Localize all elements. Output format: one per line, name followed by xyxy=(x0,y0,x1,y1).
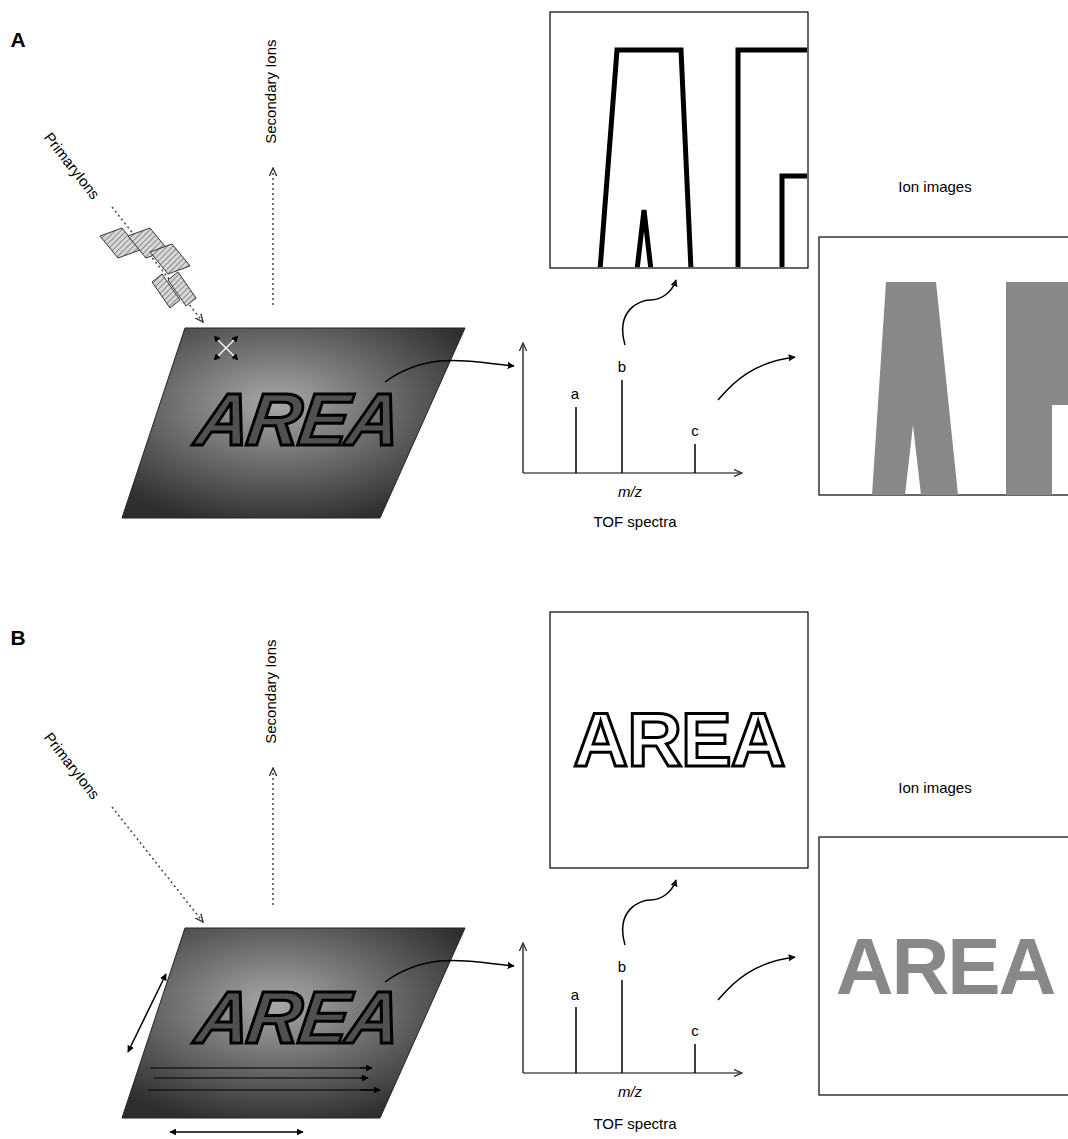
raster-scan-arrow xyxy=(360,1089,380,1090)
sample-pattern: AREA xyxy=(191,975,405,1060)
stage-move-arrow xyxy=(214,336,238,360)
raster-scan-line xyxy=(148,1068,380,1090)
panel-letter: B xyxy=(10,626,25,650)
spectrum-peak xyxy=(694,444,696,473)
secondary-ion-path xyxy=(272,768,274,905)
peak-label: a xyxy=(571,986,579,1003)
ion-image-frame xyxy=(819,837,1068,1095)
panel-b xyxy=(112,612,1068,1132)
letter-outline xyxy=(637,210,651,267)
stage-move-arrow xyxy=(170,1131,303,1133)
letter-outline xyxy=(738,50,807,267)
spectrum-peak xyxy=(575,407,577,473)
ion-image-pattern: AREA xyxy=(836,921,1055,1013)
secondary-ion-path xyxy=(272,168,274,305)
axis-title: TOF spectra xyxy=(593,1115,676,1132)
raster-scan-arrow xyxy=(360,1067,372,1068)
spectrum-peak xyxy=(621,380,623,473)
axis-label: m/z xyxy=(618,1083,642,1100)
sample-pattern: AREA xyxy=(191,377,405,462)
ion-image-letter xyxy=(872,282,958,495)
panel-letter: A xyxy=(10,28,25,52)
raster-scan-arrow xyxy=(360,1077,368,1078)
peak-label: c xyxy=(691,1022,699,1039)
flow-arrow xyxy=(623,280,676,345)
beam-label: PrimaryIons xyxy=(41,129,104,203)
axis-label: m/z xyxy=(618,483,642,500)
axis-title: TOF spectra xyxy=(593,513,676,530)
peak-label: a xyxy=(571,385,579,402)
spectrum-peak xyxy=(575,1007,577,1073)
ion-image-letter xyxy=(1006,282,1068,495)
flow-arrow xyxy=(623,880,676,945)
panel-a xyxy=(100,12,1068,518)
image-heading: Ion images xyxy=(898,779,971,796)
peak-label: c xyxy=(691,422,699,439)
spectrum-peak xyxy=(694,1044,696,1073)
flow-arrow xyxy=(385,960,514,982)
beam-label: Secondary Ions xyxy=(262,40,279,144)
primary-ion-beam xyxy=(150,244,190,274)
spectrum-axis xyxy=(522,943,523,1073)
flow-arrow xyxy=(718,357,795,400)
peak-label: b xyxy=(618,958,626,975)
flow-arrow xyxy=(718,957,795,1000)
stage-move-arrow xyxy=(128,974,166,1052)
sample-surface xyxy=(122,328,465,518)
letter-outline xyxy=(600,50,691,267)
primary-ion-beam xyxy=(152,274,180,308)
image-heading: Ion images xyxy=(898,178,971,195)
sample-surface xyxy=(122,928,465,1118)
letter-outline xyxy=(782,176,807,267)
spectrum-peak xyxy=(621,980,623,1073)
beam-label: Secondary Ions xyxy=(262,640,279,744)
peak-label: b xyxy=(618,358,626,375)
spectrum-axis xyxy=(522,343,523,473)
beam-label: PrimaryIons xyxy=(41,729,104,803)
ion-image-frame xyxy=(819,237,1068,495)
zoomed-pattern: AREA xyxy=(573,696,784,783)
zoom-frame xyxy=(550,612,808,868)
primary-ion-path xyxy=(112,207,203,322)
spectrum-axis xyxy=(523,1072,742,1073)
spectrum-axis xyxy=(523,472,742,473)
primary-ion-path xyxy=(112,807,203,922)
stage-move-arrow xyxy=(214,336,238,360)
zoomed-letters xyxy=(600,50,807,267)
